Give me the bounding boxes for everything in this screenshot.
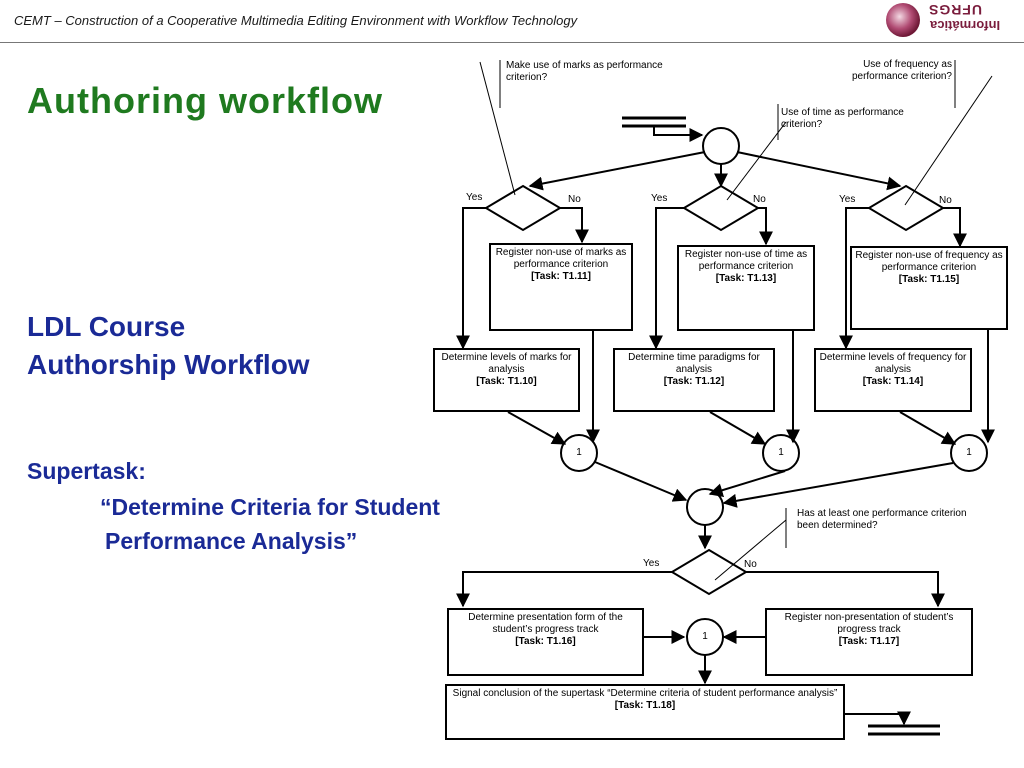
label-no-atleast: No [744,559,757,570]
task-box-t1-17: Register non-presentation of student’s p… [765,608,973,676]
subtitle-line-2: Authorship Workflow [27,349,310,380]
header-title: CEMT – Construction of a Cooperative Mul… [14,13,578,28]
task-id: [Task: T1.11] [531,271,591,282]
supertask-line-1: “Determine Criteria for Student [100,494,440,520]
label-yes-frequency: Yes [839,194,856,205]
task-box-t1-18: Signal conclusion of the supertask “Dete… [445,684,845,740]
task-text: Signal conclusion of the supertask “Dete… [452,688,838,699]
note-atleast-criterion: Has at least one performance criterion b… [797,508,967,531]
split-node [702,127,740,165]
edge [560,207,589,244]
task-text: Determine levels of frequency for analys… [819,352,967,375]
callout-line [904,75,993,206]
task-box-t1-12: Determine time paradigms for analysis [T… [613,348,775,412]
subtitle-line-1: LDL Course [27,311,186,342]
decision-atleast [670,548,748,596]
task-id: [Task: T1.15] [898,274,960,285]
edge [746,571,945,608]
edge [844,711,911,726]
edge [456,207,486,350]
slide-title: Authoring workflow [27,80,383,121]
edge [722,462,954,508]
join-node-marks [560,434,598,472]
edge [528,151,706,191]
edge [594,461,688,502]
edge [653,126,704,142]
join-label-frequency: 1 [966,447,972,458]
task-text: Register non-use of frequency as perform… [855,250,1003,273]
edge [839,207,869,350]
task-text: Register non-presentation of student’s p… [784,612,954,635]
task-id: [Task: T1.14] [862,376,924,387]
task-box-t1-16: Determine presentation form of the stude… [447,608,644,676]
slide-header: CEMT – Construction of a Cooperative Mul… [0,0,1024,44]
task-id: [Task: T1.13] [715,273,777,284]
task-box-t1-14: Determine levels of frequency for analys… [814,348,972,412]
note-marks-criterion: Make use of marks as performance criteri… [506,60,663,83]
supertask-label: Supertask: [27,458,146,484]
task-id: [Task: T1.18] [614,700,676,711]
callout-line [714,519,787,581]
join-label-marks: 1 [576,447,582,458]
edge [758,207,773,246]
join-label-final: 1 [702,631,708,642]
task-box-t1-15: Register non-use of frequency as perform… [850,246,1008,330]
decision-time [682,184,760,232]
task-text: Register non-use of time as performance … [684,249,808,272]
label-no-marks: No [568,194,581,205]
edge [507,411,567,445]
edge [943,207,967,248]
task-text: Determine time paradigms for analysis [628,352,760,375]
edge [736,151,902,191]
note-frequency-criterion: Use of frequency as performance criterio… [851,59,952,82]
callout-line [726,121,787,201]
course-subtitle: LDL Course Authorship Workflow [27,308,310,384]
edge [899,411,957,445]
merge-node [686,488,724,526]
note-time-criterion: Use of time as performance criterion? [781,107,904,130]
supertask-line-2: Performance Analysis” [105,528,358,554]
edge [708,470,786,497]
join-node-frequency [950,434,988,472]
header-divider [0,42,1024,43]
task-id: [Task: T1.12] [663,376,725,387]
callout-line [479,61,516,196]
edge [456,571,672,608]
task-id: [Task: T1.10] [476,376,537,387]
ufrgs-logo [886,3,920,37]
label-yes-atleast: Yes [643,558,660,569]
decision-frequency [867,184,945,232]
label-yes-marks: Yes [466,192,483,203]
task-text: Determine levels of marks for analysis [441,352,572,375]
task-box-t1-13: Register non-use of time as performance … [677,245,815,331]
task-id: [Task: T1.17] [838,636,900,647]
task-text: Register non-use of marks as performance… [495,247,627,270]
task-id: [Task: T1.16] [515,636,576,647]
join-label-time: 1 [778,447,784,458]
task-text: Determine presentation form of the stude… [468,612,623,635]
label-no-time: No [753,194,766,205]
label-no-frequency: No [939,195,952,206]
edge [649,207,684,350]
label-yes-time: Yes [651,193,668,204]
edge [709,411,767,445]
task-box-t1-10: Determine levels of marks for analysis [… [433,348,580,412]
join-node-time [762,434,800,472]
task-box-t1-11: Register non-use of marks as performance… [489,243,633,331]
decision-marks [484,184,562,232]
